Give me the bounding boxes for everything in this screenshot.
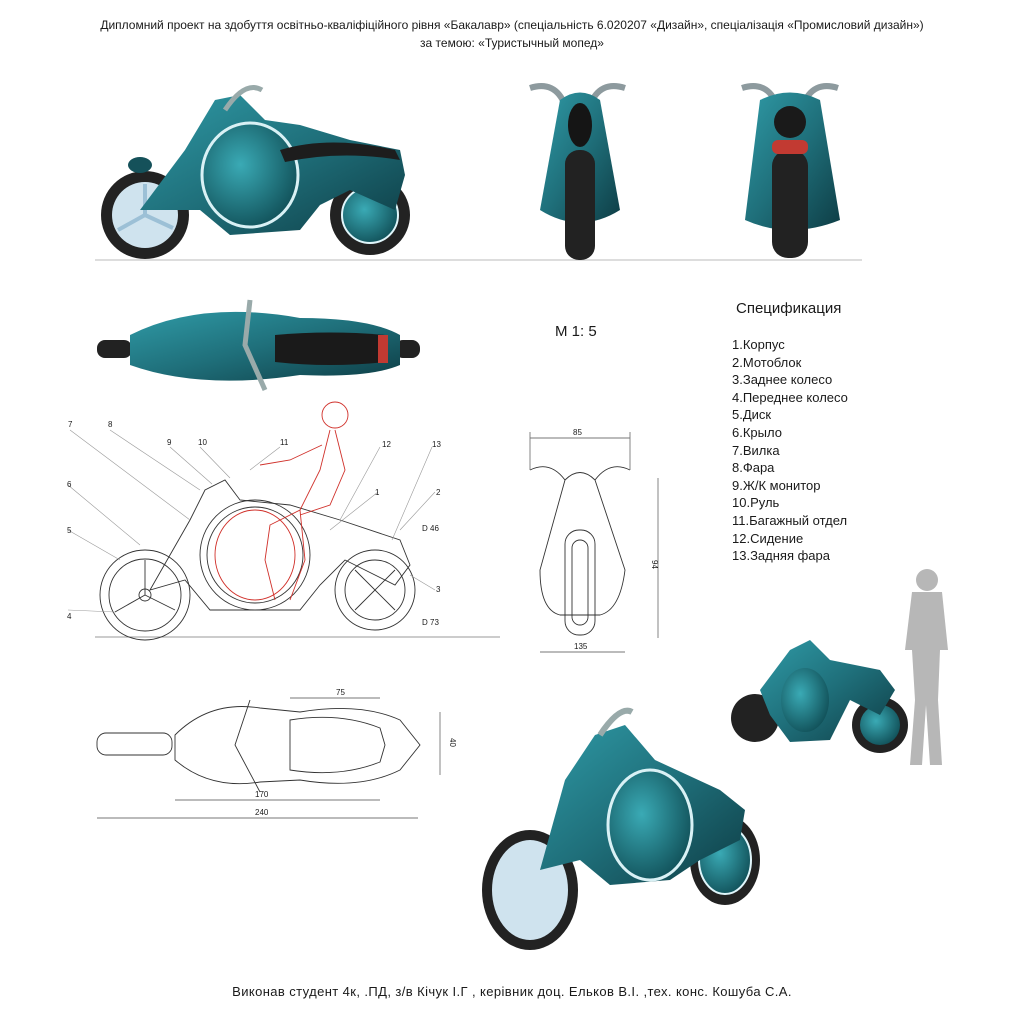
dim-width: 40 [447, 738, 457, 747]
scale-label: M 1: 5 [555, 323, 597, 340]
drawing-front [529, 432, 659, 653]
spec-item: 6.Крыло [732, 424, 782, 440]
render-top-view [97, 299, 420, 392]
callout-6: 6 [67, 480, 72, 489]
spec-item: 12.Сидение [732, 530, 804, 546]
footer-credits: Виконав студент 4к, .ПД, з/в Кічук І.Г ,… [232, 984, 792, 999]
render-perspective-large [482, 707, 760, 950]
callout-11: 11 [280, 438, 289, 447]
callout-8: 8 [108, 420, 113, 429]
dim-length: 240 [255, 808, 269, 817]
human-silhouette [905, 569, 948, 765]
callout-9: 9 [167, 438, 172, 447]
callout-5: 5 [67, 526, 72, 535]
callout-12: 12 [382, 440, 391, 449]
spec-item: 13.Задняя фара [732, 548, 830, 564]
header-topic: за темою: «Туристычный мопед» [420, 36, 604, 50]
spec-item: 2.Мотоблок [732, 354, 802, 370]
header-title: Дипломний проект на здобуття освітньо-кв… [100, 18, 924, 32]
spec-item: 11.Багажный отдел [732, 512, 848, 528]
dim-front-wheel: D 73 [422, 618, 439, 627]
dim-bar-width: 85 [573, 428, 582, 437]
callout-10: 10 [198, 438, 207, 447]
drawing-top [96, 697, 441, 819]
callout-4: 4 [67, 612, 72, 621]
spec-item: 7.Вилка [732, 442, 780, 458]
callout-3: 3 [436, 585, 441, 594]
callout-1: 1 [375, 488, 380, 497]
spec-item: 1.Корпус [732, 337, 785, 352]
spec-item: 3.Заднее колесо [732, 372, 833, 388]
callout-13: 13 [432, 440, 441, 449]
render-rear-view [741, 83, 840, 258]
callout-7: 7 [68, 420, 73, 429]
dim-front-height: 94 [649, 560, 659, 569]
dim-rear-wheel: D 46 [422, 524, 439, 533]
render-side-view [95, 85, 862, 261]
drawing-side [67, 429, 500, 641]
render-front-view [529, 83, 626, 260]
render-perspective-small [731, 640, 908, 753]
spec-list: 1.Корпус 2.Мотоблок 3.Заднее колесо 4.Пе… [732, 336, 848, 565]
spec-item: 9.Ж/К монитор [732, 477, 821, 493]
spec-item: 4.Переднее колесо [732, 389, 848, 405]
spec-title: Спецификация [736, 300, 842, 317]
callout-2: 2 [436, 488, 441, 497]
spec-item: 8.Фара [732, 460, 775, 476]
dim-base-width: 135 [574, 642, 588, 651]
dim-wheelbase: 170 [255, 790, 269, 799]
spec-item: 10.Руль [732, 495, 780, 511]
dim-seat: 75 [336, 688, 345, 697]
spec-item: 5.Диск [732, 407, 772, 423]
drawing-rider-sketch [214, 401, 349, 601]
